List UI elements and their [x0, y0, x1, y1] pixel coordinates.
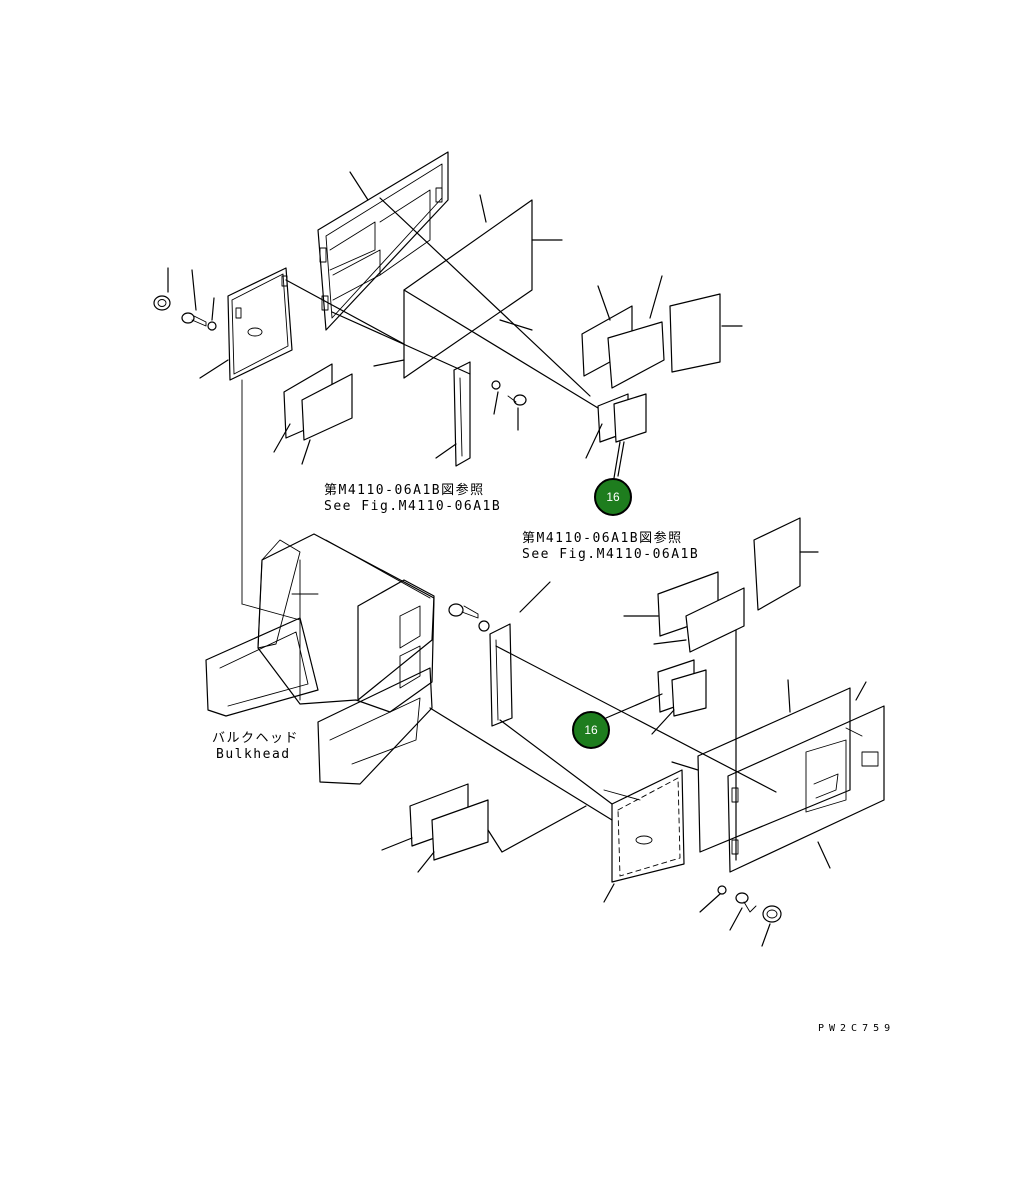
- lower-right-pads: [657, 517, 801, 717]
- upper-reference-jp: 第M4110-06A1B図参照: [324, 483, 485, 498]
- bulkhead-label-en: Bulkhead: [216, 747, 291, 762]
- upper-left-fasteners: [153, 295, 217, 331]
- upper-left-cover: [227, 267, 293, 381]
- bulkhead-label-jp: バルクヘッド: [212, 731, 300, 746]
- lower-right-frame-panel: [727, 705, 885, 873]
- bulkhead-frame: [205, 533, 435, 785]
- middle-reference-en: See Fig.M4110-06A1B: [522, 547, 700, 562]
- upper-glass-panel: [403, 199, 533, 379]
- lower-right-glass: [697, 687, 851, 853]
- middle-reference-jp: 第M4110-06A1B図参照: [522, 531, 683, 546]
- lower-left-cover: [603, 769, 685, 883]
- upper-frame-panel: [317, 151, 449, 331]
- lower-middle-bracket: [448, 603, 513, 727]
- callout-16-lower[interactable]: 16: [572, 711, 610, 749]
- upper-pads: [283, 293, 721, 443]
- callout-16-upper[interactable]: 16: [594, 478, 632, 516]
- upper-reference-en: See Fig.M4110-06A1B: [324, 499, 502, 514]
- lower-leader-lines: [381, 551, 867, 947]
- upper-to-bulkhead-guide-2: [241, 603, 301, 621]
- upper-leader-lines: [167, 171, 743, 477]
- upper-bracket: [453, 361, 527, 467]
- figure-code: PW2C759: [818, 1023, 896, 1034]
- callout-leaders: [605, 441, 663, 719]
- lower-right-fasteners: [717, 885, 782, 923]
- lower-left-pads: [409, 783, 489, 861]
